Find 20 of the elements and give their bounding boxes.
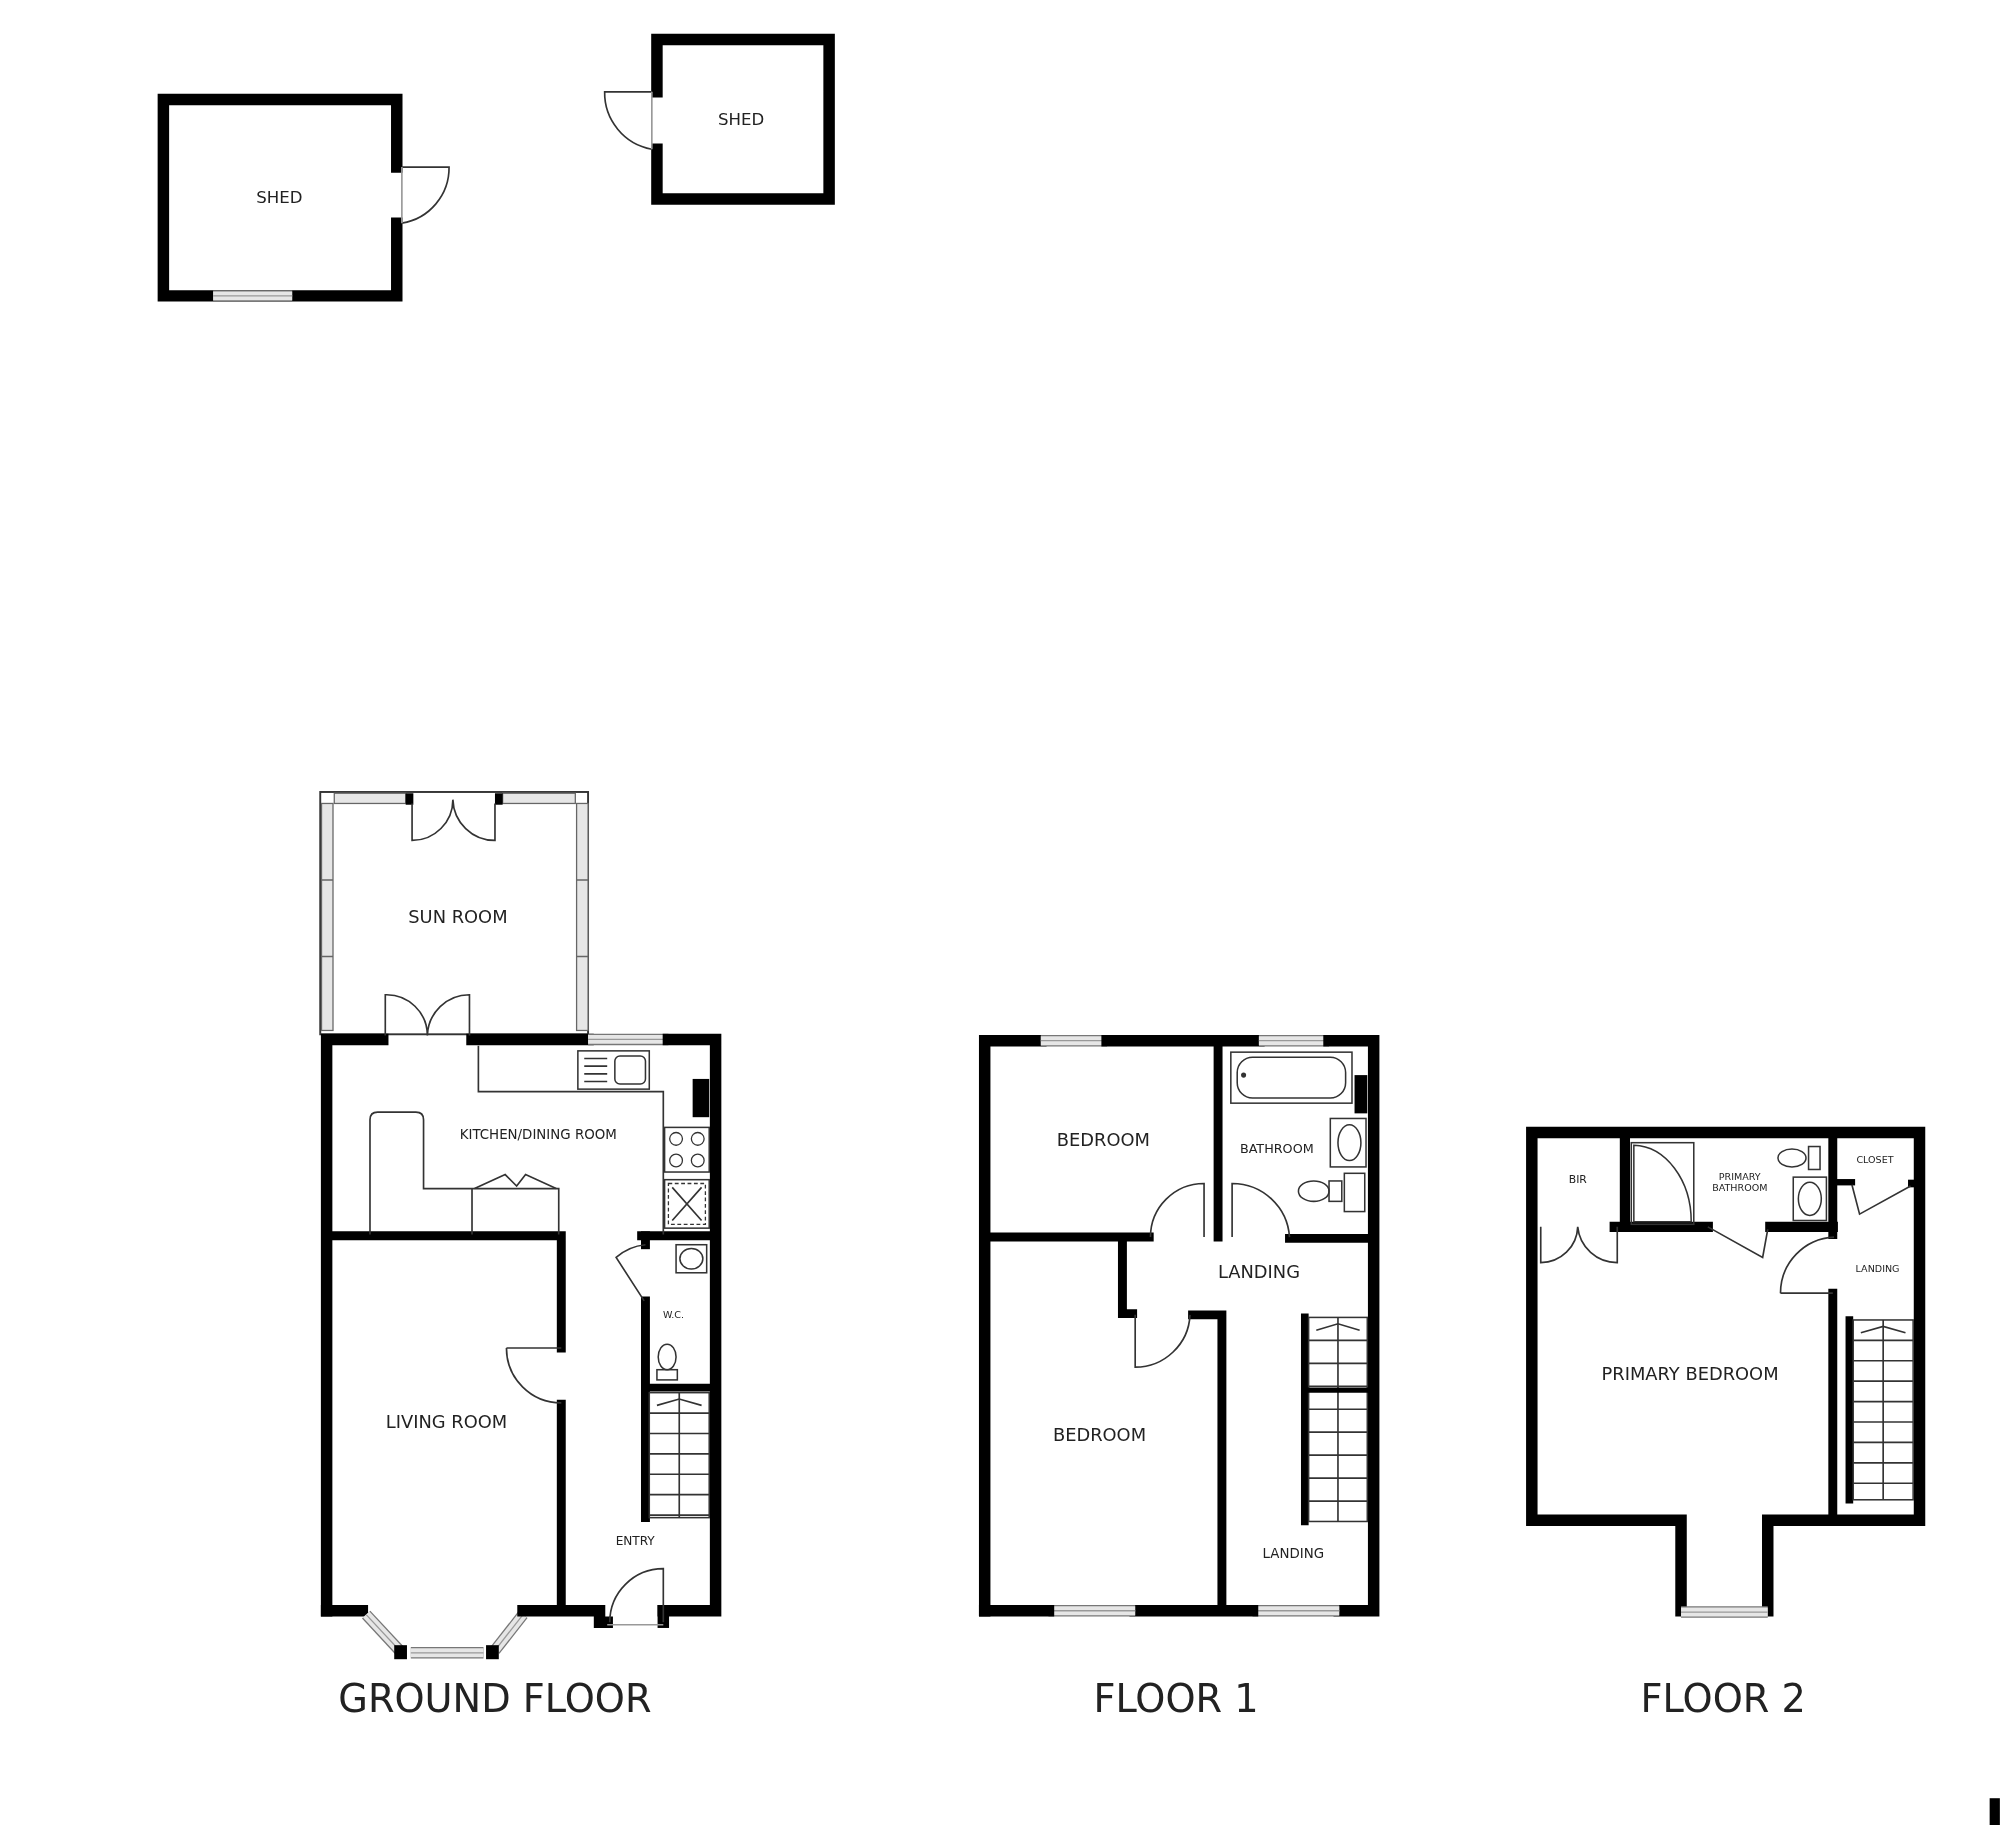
room-label: PRIMARY BEDROOM: [1601, 1363, 1779, 1384]
room-label: PRIMARY BATHROOM: [1711, 1171, 1769, 1194]
room-label: SHED: [717, 110, 765, 130]
room-label: ENTRY: [615, 1535, 655, 1550]
floor-title: FLOOR 1: [1093, 1676, 1259, 1721]
room-label: LANDING: [1855, 1262, 1900, 1274]
room-label: KITCHEN/DINING ROOM: [459, 1127, 617, 1143]
room-label: SHED: [256, 188, 303, 208]
room-label: BEDROOM: [1052, 1424, 1147, 1446]
floor-title: GROUND FLOOR: [338, 1676, 652, 1721]
floor-title: FLOOR 2: [1640, 1676, 1806, 1721]
room-label: LIVING ROOM: [385, 1411, 508, 1433]
room-label: BEDROOM: [1056, 1130, 1150, 1151]
room-label: BATHROOM: [1239, 1141, 1314, 1157]
room-label: LANDING: [1262, 1545, 1325, 1562]
room-label: W.C.: [662, 1308, 684, 1320]
room-label: BIR: [1568, 1173, 1587, 1187]
room-label: CLOSET: [1856, 1153, 1894, 1165]
room-label: SUN ROOM: [408, 906, 508, 928]
room-label: LANDING: [1217, 1261, 1300, 1282]
